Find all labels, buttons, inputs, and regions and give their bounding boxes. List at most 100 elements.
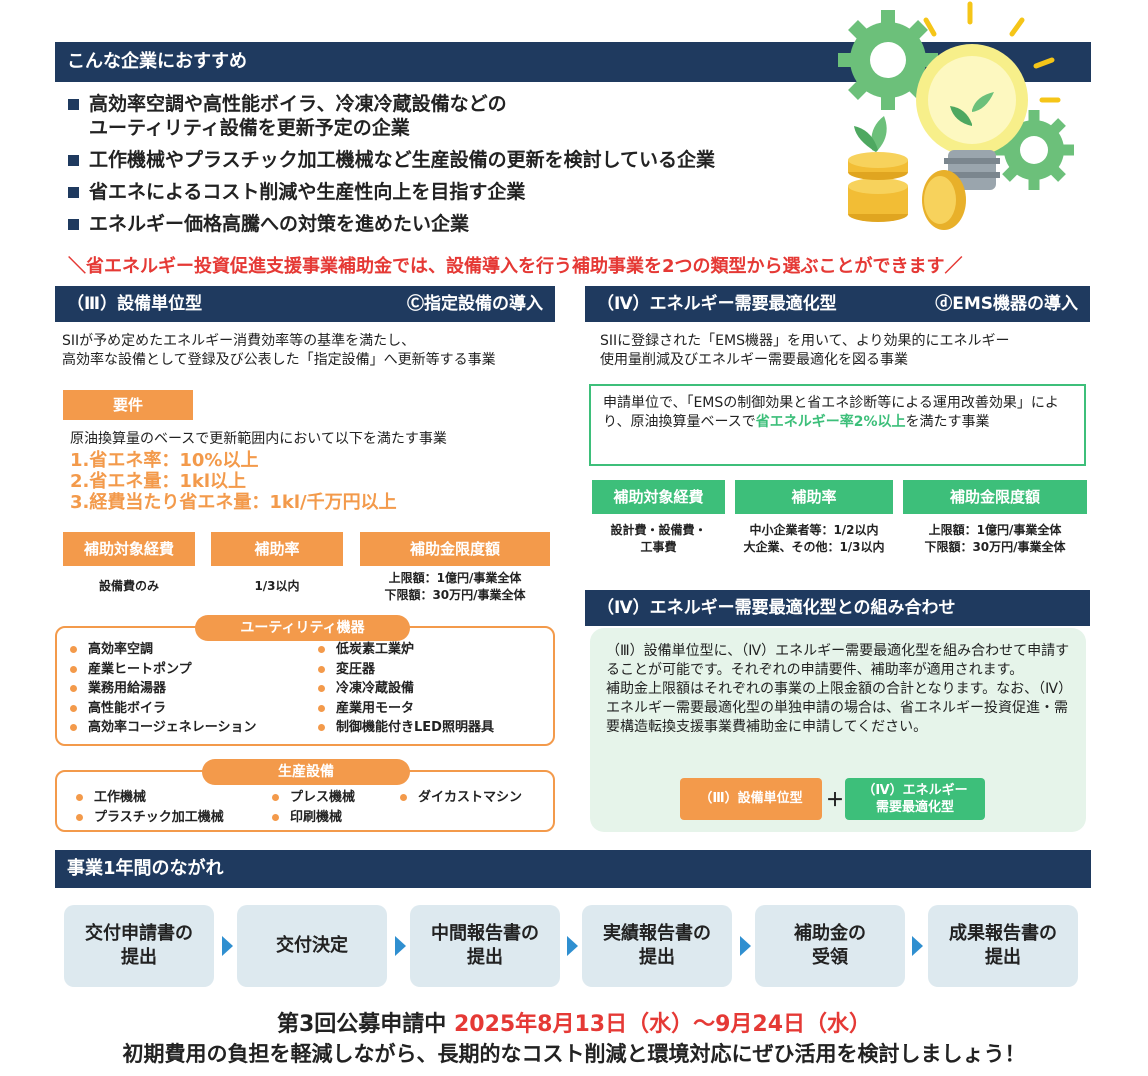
- dot-icon: [318, 704, 325, 712]
- plus-icon: ＋: [826, 790, 844, 811]
- combination-box: [590, 628, 1086, 832]
- application-period: 第3回公募申請中 2025年8月13日（水）～9月24日（水）: [0, 1006, 1148, 1038]
- utility-item: 高性能ボイラ: [70, 699, 310, 719]
- type4-subtitle: ⓓEMS機器の導入: [935, 294, 1078, 314]
- square-bullet-icon: [68, 219, 79, 230]
- utility-item: 業務用給湯器: [70, 679, 310, 699]
- type4-header: （Ⅳ）エネルギー需要最適化型 ⓓEMS機器の導入: [585, 286, 1090, 322]
- dot-icon: [76, 794, 83, 802]
- type4-requirement-highlight: 省エネルギー率2%以上: [755, 414, 906, 430]
- type4-cost-value: 設計費・設備費・ 工事費: [610, 523, 707, 554]
- dot-icon: [272, 813, 279, 821]
- dot-icon: [70, 704, 77, 712]
- requirement-label: 要件: [63, 390, 193, 420]
- type4-rate-value: 中小企業者等：1/2以内 大企業、その他：1/3以内: [743, 523, 885, 554]
- square-bullet-icon: [68, 187, 79, 198]
- gear-icon: [994, 110, 1074, 190]
- subsidy-banner: ＼省エネルギー投資促進支援事業補助金では、設備導入を行う補助事業を2つの類型から…: [68, 256, 963, 277]
- type3-header: （Ⅲ）設備単位型 Ⓒ指定設備の導入: [55, 286, 555, 322]
- type4-requirement-text-end: を満たす事業: [905, 414, 990, 430]
- utility-item: 低炭素工業炉: [318, 640, 548, 660]
- utility-list-left: 高効率空調 産業ヒートポンプ 業務用給湯器 高性能ボイラ 高効率コージェネレーシ…: [70, 640, 310, 738]
- production-list-col3: ダイカストマシン: [400, 788, 550, 808]
- utility-list-right: 低炭素工業炉 変圧器 冷凍冷蔵設備 産業用モータ 制御機能付きLED照明器具: [318, 640, 548, 738]
- production-item: プラスチック加工機械: [76, 808, 266, 828]
- dot-icon: [318, 685, 325, 693]
- type3-title: （Ⅲ）設備単位型: [67, 294, 203, 314]
- arrow-right-icon: [912, 936, 923, 956]
- type4-rate-header: 補助率: [735, 480, 893, 514]
- utility-item: 高効率コージェネレーション: [70, 718, 310, 738]
- flow-step: 交付申請書の 提出: [64, 905, 214, 987]
- flow-step: 実績報告書の 提出: [582, 905, 732, 987]
- application-dates: 2025年8月13日（水）～9月24日（水）: [453, 1012, 872, 1037]
- closing-message: 初期費用の負担を軽減しながら、長期的なコスト削減と環境対応にぜひ活用を検討しまし…: [122, 1042, 1026, 1066]
- requirement-item: 2.省エネ量：1kl以上: [70, 471, 247, 492]
- dot-icon: [70, 646, 77, 654]
- type4-limit-value: 上限額：1億円/事業全体 下限額：30万円/事業全体: [924, 523, 1066, 554]
- dot-icon: [70, 685, 77, 693]
- requirement-item: 1.省エネ率：10%以上: [70, 450, 259, 471]
- light-rays-icon: [923, 1, 1061, 103]
- production-item: ダイカストマシン: [400, 788, 550, 808]
- combination-header: （Ⅳ）エネルギー需要最適化型との組み合わせ: [585, 590, 1090, 626]
- dot-icon: [76, 813, 83, 821]
- type3-subtitle: Ⓒ指定設備の導入: [407, 294, 543, 314]
- dot-icon: [318, 646, 325, 654]
- production-item: プレス機械: [272, 788, 392, 808]
- flow-step: 補助金の 受領: [755, 905, 905, 987]
- square-bullet-icon: [68, 155, 79, 166]
- dot-icon: [318, 724, 325, 732]
- type3-cost-header: 補助対象経費: [63, 532, 195, 566]
- type4-cost-header: 補助対象経費: [592, 480, 725, 514]
- arrow-right-icon: [740, 936, 751, 956]
- production-item: 印刷機械: [272, 808, 392, 828]
- type3-limit-header: 補助金限度額: [360, 532, 550, 566]
- requirement-list: 1.省エネ率：10%以上 2.省エネ量：1kl以上 3.経費当たり省エネ量：1k…: [70, 450, 550, 513]
- arrow-right-icon: [222, 936, 233, 956]
- flow-step: 成果報告書の 提出: [928, 905, 1078, 987]
- utility-item: 産業ヒートポンプ: [70, 660, 310, 680]
- recommend-item: 高効率空調や高性能ボイラ、冷凍冷蔵設備などの ユーティリティ設備を更新予定の企業: [66, 92, 826, 140]
- recommend-item: エネルギー価格高騰への対策を進めたい企業: [66, 212, 826, 236]
- type3-tag: （Ⅲ）設備単位型: [680, 778, 822, 820]
- flow-step: 交付決定: [237, 905, 387, 987]
- gear-icon: [838, 10, 938, 110]
- arrow-right-icon: [567, 936, 578, 956]
- type4-tag: （Ⅳ）エネルギー 需要最適化型: [845, 778, 985, 820]
- recommend-list: 高効率空調や高性能ボイラ、冷凍冷蔵設備などの ユーティリティ設備を更新予定の企業…: [66, 92, 826, 244]
- type4-description: SIIに登録された「EMS機器」を用いて、より効果的にエネルギー 使用量削減及び…: [600, 333, 1010, 368]
- recommend-item: 省エネによるコスト削減や生産性向上を目指す企業: [66, 180, 826, 204]
- lightbulb-gears-coins-illustration: [838, 1, 1074, 230]
- flow-step: 中間報告書の 提出: [410, 905, 560, 987]
- utility-item: 産業用モータ: [318, 699, 548, 719]
- type3-cost-value: 設備費のみ: [98, 579, 159, 593]
- dot-icon: [272, 794, 279, 802]
- production-list-col1: 工作機械 プラスチック加工機械: [76, 788, 266, 827]
- recommend-item: 工作機械やプラスチック加工機械など生産設備の更新を検討している企業: [66, 148, 826, 172]
- type3-description: SIIが予め定めたエネルギー消費効率等の基準を満たし、 高効率な設備として登録及…: [62, 333, 496, 368]
- coins-icon: [848, 116, 966, 230]
- type3-rate-header: 補助率: [211, 532, 343, 566]
- dot-icon: [70, 724, 77, 732]
- arrow-right-icon: [395, 936, 406, 956]
- dot-icon: [400, 794, 407, 802]
- square-bullet-icon: [68, 99, 79, 110]
- type4-requirement-text: 申請単位で、「EMSの制御効果と省エネ診断等による運用改善効果」により、原油換算…: [603, 395, 1059, 430]
- type3-rate-value: 1/3以内: [254, 579, 300, 593]
- type3-limit-value: 上限額：1億円/事業全体 下限額：30万円/事業全体: [384, 571, 526, 602]
- production-list-col2: プレス機械 印刷機械: [272, 788, 392, 827]
- dot-icon: [318, 665, 325, 673]
- utility-item: 変圧器: [318, 660, 548, 680]
- flow-header: 事業1年間のながれ: [55, 850, 1091, 888]
- utility-item: 冷凍冷蔵設備: [318, 679, 548, 699]
- type4-limit-header: 補助金限度額: [903, 480, 1087, 514]
- type4-title: （Ⅳ）エネルギー需要最適化型: [597, 294, 837, 314]
- production-equipment-title: 生産設備: [202, 759, 410, 785]
- application-period-label: 第3回公募申請中: [276, 1012, 447, 1037]
- utility-item: 制御機能付きLED照明器具: [318, 718, 548, 738]
- requirement-item: 3.経費当たり省エネ量：1kl/千万円以上: [70, 492, 397, 513]
- utility-item: 高効率空調: [70, 640, 310, 660]
- dot-icon: [70, 665, 77, 673]
- requirement-intro: 原油換算量のベースで更新範囲内において以下を満たす事業: [70, 431, 447, 447]
